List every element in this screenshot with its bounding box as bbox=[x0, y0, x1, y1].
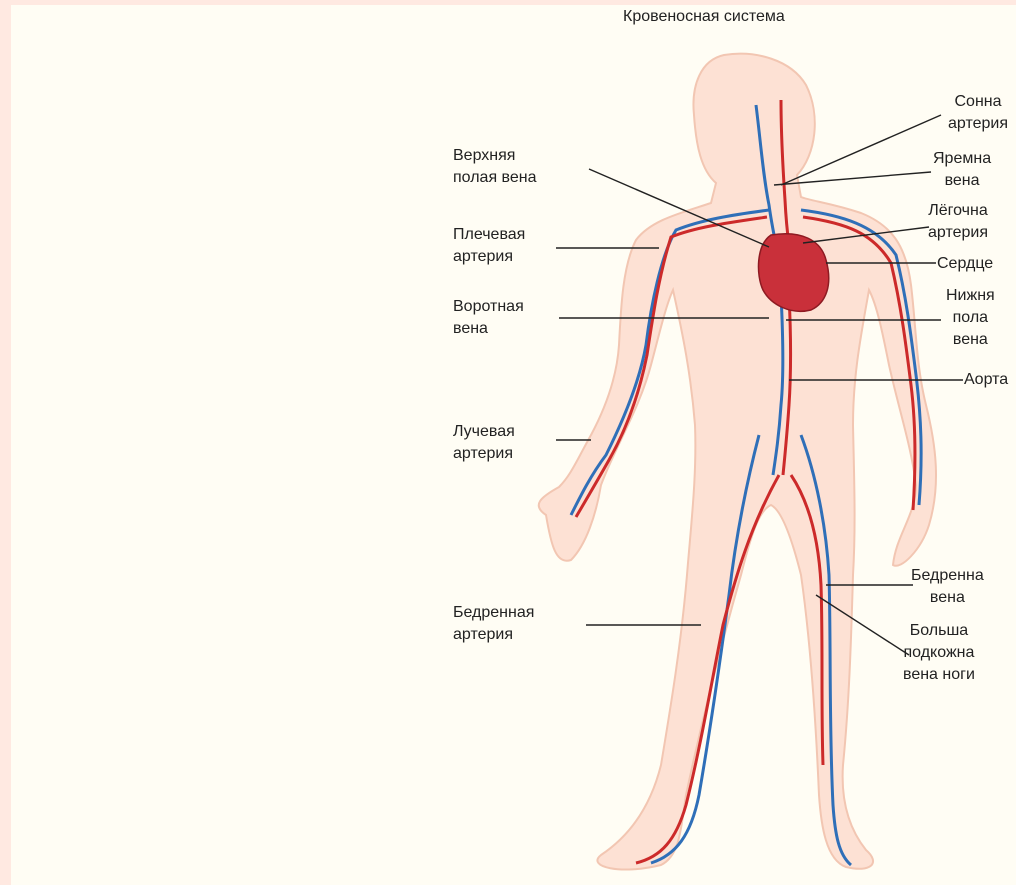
label-femoral-vein: Бедренна вена bbox=[911, 565, 984, 609]
label-superior-vena-cava: Верхняя полая вена bbox=[453, 145, 537, 189]
label-carotid-artery: Сонна артерия bbox=[948, 91, 1008, 135]
label-great-saphenous-vein: Больша подкожна вена ноги bbox=[903, 620, 975, 686]
label-jugular-vein: Яремна вена bbox=[933, 148, 991, 192]
label-brachial-artery: Плечевая артерия bbox=[453, 224, 525, 268]
label-portal-vein: Воротная вена bbox=[453, 296, 524, 340]
label-femoral-artery: Бедренная артерия bbox=[453, 602, 534, 646]
label-inferior-vena-cava: Нижня пола вена bbox=[946, 285, 995, 351]
label-heart: Сердце bbox=[937, 253, 993, 275]
diagram-panel: Кровеносная система bbox=[11, 5, 1016, 885]
label-radial-artery: Лучевая артерия bbox=[453, 421, 515, 465]
label-aorta: Аорта bbox=[964, 369, 1008, 391]
label-pulmonary-artery: Лёгочна артерия bbox=[928, 200, 988, 244]
